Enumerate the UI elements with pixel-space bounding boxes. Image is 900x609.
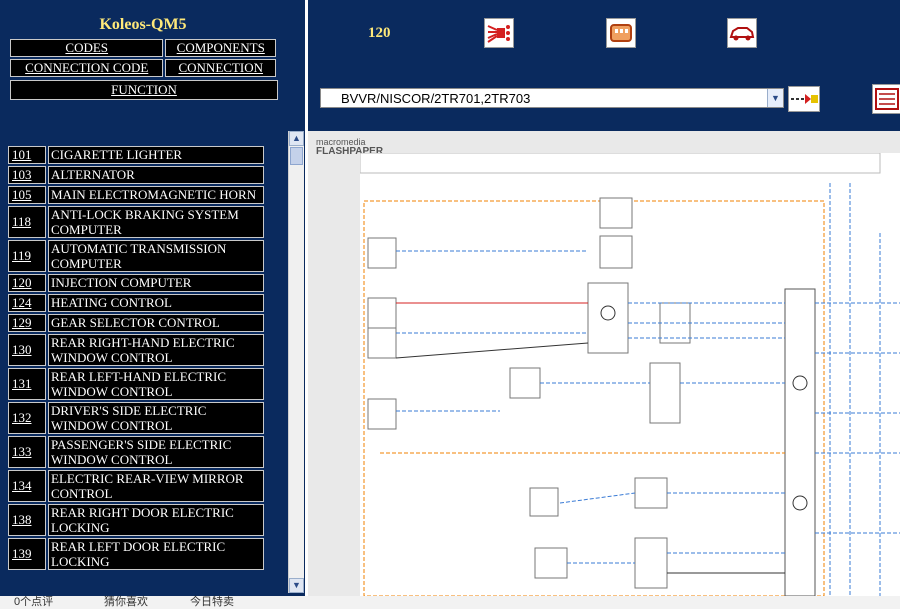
flashpaper-viewer[interactable]: macromedia FLASHPAPER [308, 131, 900, 596]
function-label: AUTOMATIC TRANSMISSION COMPUTER [48, 240, 264, 272]
status-bar: 0个点评 猜你喜欢 今日特卖 [0, 596, 900, 609]
nav-connection-link[interactable]: CONNECTION [165, 59, 276, 77]
deal-link[interactable]: 今日特卖 [190, 596, 234, 608]
function-code-link[interactable]: 132 [8, 402, 46, 434]
like-link[interactable]: 猜你喜欢 [104, 596, 148, 608]
nav-connection-code-link[interactable]: CONNECTION CODE [10, 59, 164, 77]
function-label: ALTERNATOR [48, 166, 264, 184]
function-code-link[interactable]: 138 [8, 504, 46, 536]
function-label: PASSENGER'S SIDE ELECTRIC WINDOW CONTROL [48, 436, 264, 468]
function-code-link[interactable]: 118 [8, 206, 46, 238]
connector-icon[interactable] [484, 18, 514, 48]
function-label: REAR RIGHT DOOR ELECTRIC LOCKING [48, 504, 264, 536]
function-label: DRIVER'S SIDE ELECTRIC WINDOW CONTROL [48, 402, 264, 434]
diagram-select[interactable]: BVVR/NISCOR/2TR701,2TR703 ▼ [320, 88, 784, 108]
function-label: REAR RIGHT-HAND ELECTRIC WINDOW CONTROL [48, 334, 264, 366]
function-code-link[interactable]: 129 [8, 314, 46, 332]
scroll-down-icon[interactable]: ▼ [289, 578, 304, 593]
function-label: REAR LEFT-HAND ELECTRIC WINDOW CONTROL [48, 368, 264, 400]
right-panel: 120 BVVR/NISCOR/2TR701,2TR703 ▼ [308, 0, 900, 596]
wiring-diagram-page[interactable] [359, 152, 900, 596]
comments-link[interactable]: 0个点评 [14, 596, 54, 608]
scrollbar-thumb[interactable] [290, 147, 303, 165]
function-code-link[interactable]: 139 [8, 538, 46, 570]
function-code-link[interactable]: 101 [8, 146, 46, 164]
flashpaper-logo: macromedia FLASHPAPER [316, 137, 384, 157]
function-code-link[interactable]: 119 [8, 240, 46, 272]
function-code-link[interactable]: 103 [8, 166, 46, 184]
dropdown-arrow-icon[interactable]: ▼ [767, 89, 783, 107]
function-label: INJECTION COMPUTER [48, 274, 264, 292]
frame-divider[interactable] [305, 0, 308, 596]
app-title: Koleos-QM5 [99, 16, 187, 33]
diagram-select-value: BVVR/NISCOR/2TR701,2TR703 [341, 91, 531, 106]
function-label: REAR LEFT DOOR ELECTRIC LOCKING [48, 538, 264, 570]
function-code-link[interactable]: 130 [8, 334, 46, 366]
function-code-link[interactable]: 131 [8, 368, 46, 400]
function-label: GEAR SELECTOR CONTROL [48, 314, 264, 332]
plug-icon[interactable] [606, 18, 636, 48]
function-code-link[interactable]: 124 [8, 294, 46, 312]
function-label: MAIN ELECTROMAGNETIC HORN [48, 186, 264, 204]
scroll-up-icon[interactable]: ▲ [289, 131, 304, 146]
left-panel: Koleos-QM5 CODES COMPONENTS CONNECTION C… [0, 0, 305, 596]
list-scrollbar[interactable]: ▲ ▼ [288, 131, 304, 593]
function-code-link[interactable]: 133 [8, 436, 46, 468]
diagram-icon[interactable] [872, 84, 900, 114]
function-code-link[interactable]: 134 [8, 470, 46, 502]
function-label: CIGARETTE LIGHTER [48, 146, 264, 164]
nav-table: CODES COMPONENTS CONNECTION CODE CONNECT… [8, 37, 278, 79]
function-label: HEATING CONTROL [48, 294, 264, 312]
function-code-link[interactable]: 120 [8, 274, 46, 292]
car-icon[interactable] [727, 18, 757, 48]
wiring-diagram [359, 152, 900, 596]
function-label: ANTI-LOCK BRAKING SYSTEM COMPUTER [48, 206, 264, 238]
nav-components-link[interactable]: COMPONENTS [165, 39, 276, 57]
function-number: 120 [368, 25, 391, 41]
nav-codes-link[interactable]: CODES [10, 39, 164, 57]
go-arrow-icon[interactable] [788, 86, 820, 112]
function-code-link[interactable]: 105 [8, 186, 46, 204]
function-label: ELECTRIC REAR-VIEW MIRROR CONTROL [48, 470, 264, 502]
nav-function-link[interactable]: FUNCTION [10, 80, 278, 100]
